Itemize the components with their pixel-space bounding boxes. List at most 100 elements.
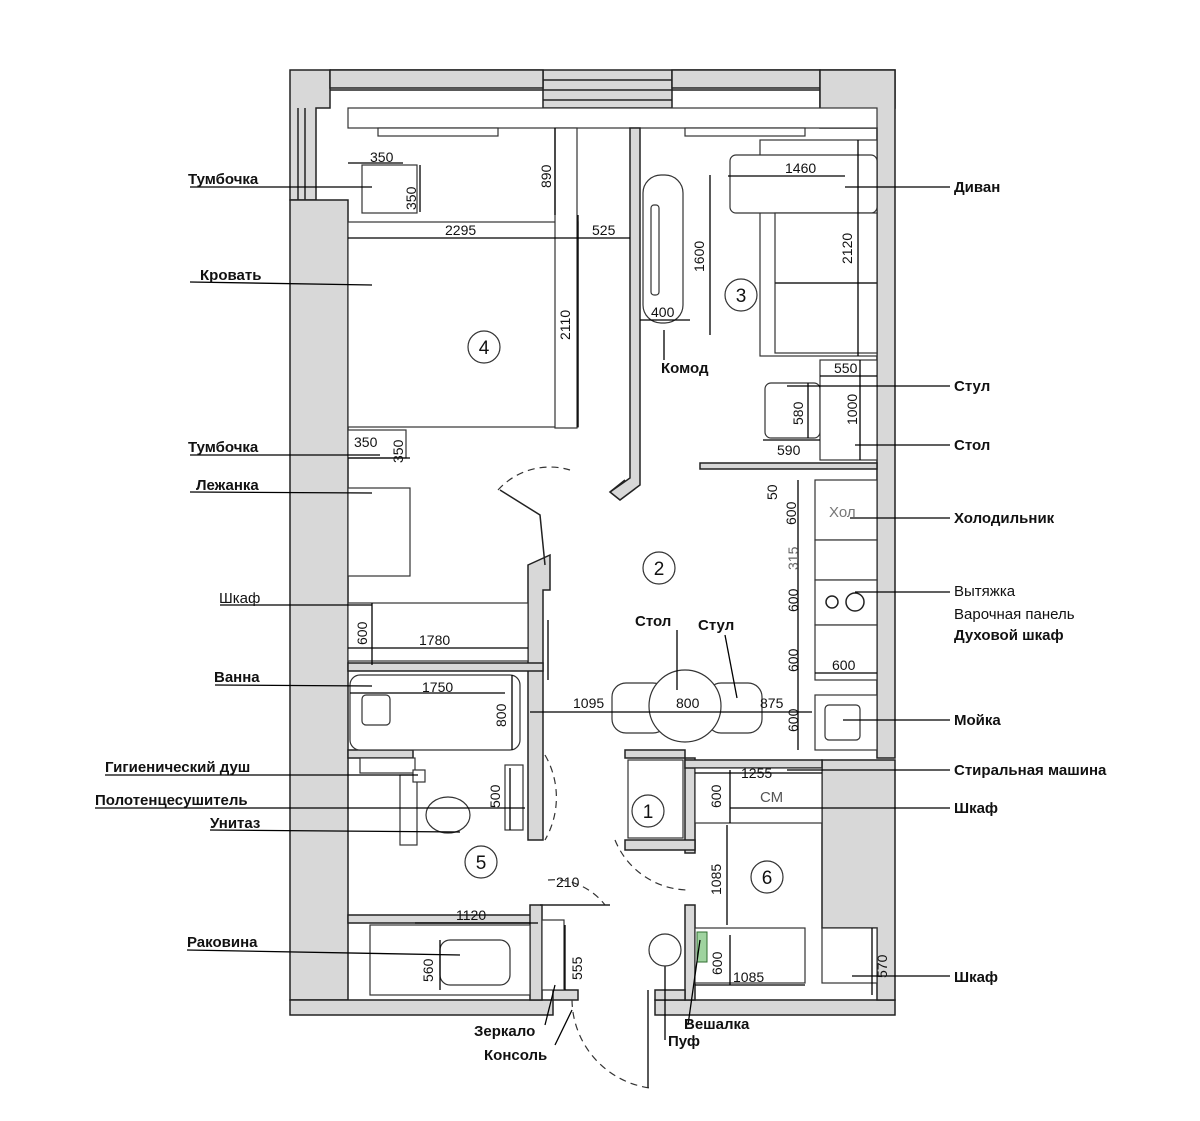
nightstand-top bbox=[361, 164, 418, 214]
dim-2295: 2295 bbox=[445, 222, 476, 238]
label-duhovoy: Духовой шкаф bbox=[954, 627, 1064, 644]
dimension-lines bbox=[348, 128, 877, 995]
label-shkaf-left: Шкаф bbox=[219, 590, 260, 607]
dim-600-oven: 600 bbox=[785, 648, 801, 672]
closet-bottom bbox=[694, 927, 806, 984]
dim-560: 560 bbox=[420, 958, 436, 982]
room-number-4: 4 bbox=[479, 338, 490, 359]
dim-1780: 1780 bbox=[419, 632, 450, 648]
pet-bed bbox=[347, 487, 411, 577]
dim-1095: 1095 bbox=[573, 695, 604, 711]
round-table bbox=[648, 669, 722, 743]
wardrobe-left bbox=[347, 602, 529, 662]
label-veshalka: Вешалка bbox=[684, 1016, 750, 1033]
dim-500: 500 bbox=[487, 784, 503, 808]
label-varochnaya: Варочная панель bbox=[954, 606, 1075, 623]
bed bbox=[347, 221, 579, 428]
dresser bbox=[642, 174, 684, 324]
label-hol: Хол bbox=[829, 504, 856, 521]
label-shkaf-right1: Шкаф bbox=[954, 800, 998, 817]
label-lezhanka: Лежанка bbox=[196, 477, 259, 494]
dim-1460: 1460 bbox=[785, 160, 816, 176]
label-tumbochka-top: Тумбочка bbox=[188, 171, 259, 188]
dim-800-table: 800 bbox=[676, 695, 700, 711]
label-krovat: Кровать bbox=[200, 267, 261, 284]
room-number-6: 6 bbox=[762, 868, 773, 889]
label-stol-center: Стол bbox=[635, 613, 671, 630]
dim-315: 315 bbox=[785, 546, 801, 570]
room-number-2: 2 bbox=[654, 559, 665, 580]
dim-1085-h: 1085 bbox=[733, 969, 764, 985]
label-shkaf-right2: Шкаф bbox=[954, 969, 998, 986]
dim-590: 590 bbox=[777, 442, 801, 458]
nightstand-bottom bbox=[347, 429, 407, 459]
dim-890: 890 bbox=[538, 164, 554, 188]
room-number-3: 3 bbox=[736, 286, 747, 307]
dim-550: 550 bbox=[834, 360, 858, 376]
label-rakovina: Раковина bbox=[187, 934, 258, 951]
leader-lines bbox=[95, 186, 950, 1046]
toilet-tank bbox=[399, 774, 418, 846]
closet-sm bbox=[694, 767, 823, 824]
dim-525: 525 bbox=[592, 222, 616, 238]
dim-875: 875 bbox=[760, 695, 784, 711]
label-moyka: Мойка bbox=[954, 712, 1001, 729]
dim-350-top-w: 350 bbox=[370, 149, 394, 165]
label-zerkalo: Зеркало bbox=[474, 1023, 535, 1040]
dim-600-sink: 600 bbox=[785, 708, 801, 732]
dim-400: 400 bbox=[651, 304, 675, 320]
dim-350-bottom-h: 350 bbox=[390, 439, 406, 463]
room-number-1: 1 bbox=[643, 802, 654, 823]
label-unitaz: Унитаз bbox=[210, 815, 260, 832]
dim-350-bottom-w: 350 bbox=[354, 434, 378, 450]
dim-1120: 1120 bbox=[456, 907, 486, 923]
label-stol-right: Стол bbox=[954, 437, 990, 454]
label-komod: Комод bbox=[661, 360, 709, 377]
dim-555: 555 bbox=[569, 956, 585, 980]
label-vanna: Ванна bbox=[214, 669, 260, 686]
bathtub bbox=[349, 674, 521, 751]
dim-50: 50 bbox=[764, 484, 780, 500]
dim-1600: 1600 bbox=[691, 241, 707, 272]
label-sm: СМ bbox=[760, 789, 783, 806]
dim-600-shkaf: 600 bbox=[354, 621, 370, 645]
console bbox=[541, 919, 565, 991]
dim-580: 580 bbox=[790, 401, 806, 425]
dim-600-cooktop: 600 bbox=[785, 588, 801, 612]
label-konsol: Консоль bbox=[484, 1047, 547, 1064]
dim-600-fridge: 600 bbox=[783, 501, 799, 525]
dim-800-bath: 800 bbox=[493, 703, 509, 727]
label-gig-dush: Гигиенический душ bbox=[105, 759, 250, 776]
room-numbers: 1 2 3 4 5 6 bbox=[464, 278, 784, 894]
dim-600-sm: 600 bbox=[708, 784, 724, 808]
walls bbox=[289, 69, 896, 1016]
dim-1750: 1750 bbox=[422, 679, 453, 695]
dim-1000: 1000 bbox=[844, 394, 860, 425]
dim-2110: 2110 bbox=[557, 310, 573, 340]
dim-600-counter: 600 bbox=[832, 657, 856, 673]
dim-350-top-h: 350 bbox=[403, 186, 419, 210]
label-vytyazhka: Вытяжка bbox=[954, 583, 1016, 600]
room-number-5: 5 bbox=[476, 853, 487, 874]
dim-210: 210 bbox=[556, 874, 580, 890]
dimension-texts: 350 350 890 2295 525 2110 1600 400 1460 … bbox=[354, 149, 890, 985]
furniture bbox=[347, 127, 878, 996]
toilet bbox=[425, 796, 471, 834]
label-stiralnaya: Стиральная машина bbox=[954, 762, 1107, 779]
pouf bbox=[648, 933, 682, 967]
label-stul-center: Стул bbox=[698, 617, 734, 634]
label-polotenc: Полотенцесушитель bbox=[95, 792, 248, 809]
washbasin bbox=[439, 939, 511, 986]
dim-1255: 1255 bbox=[741, 765, 772, 781]
label-divan: Диван bbox=[954, 179, 1000, 196]
labels: Тумбочка Кровать Тумбочка Лежанка Шкаф В… bbox=[95, 171, 1107, 1064]
label-holodilnik: Холодильник bbox=[954, 510, 1055, 527]
dim-570: 570 bbox=[874, 954, 890, 978]
doors bbox=[497, 466, 691, 1089]
label-puf: Пуф bbox=[668, 1033, 700, 1050]
dim-600-closet: 600 bbox=[709, 951, 725, 975]
table-right bbox=[819, 359, 878, 461]
dim-1085-v: 1085 bbox=[708, 864, 724, 895]
fridge bbox=[814, 479, 878, 541]
